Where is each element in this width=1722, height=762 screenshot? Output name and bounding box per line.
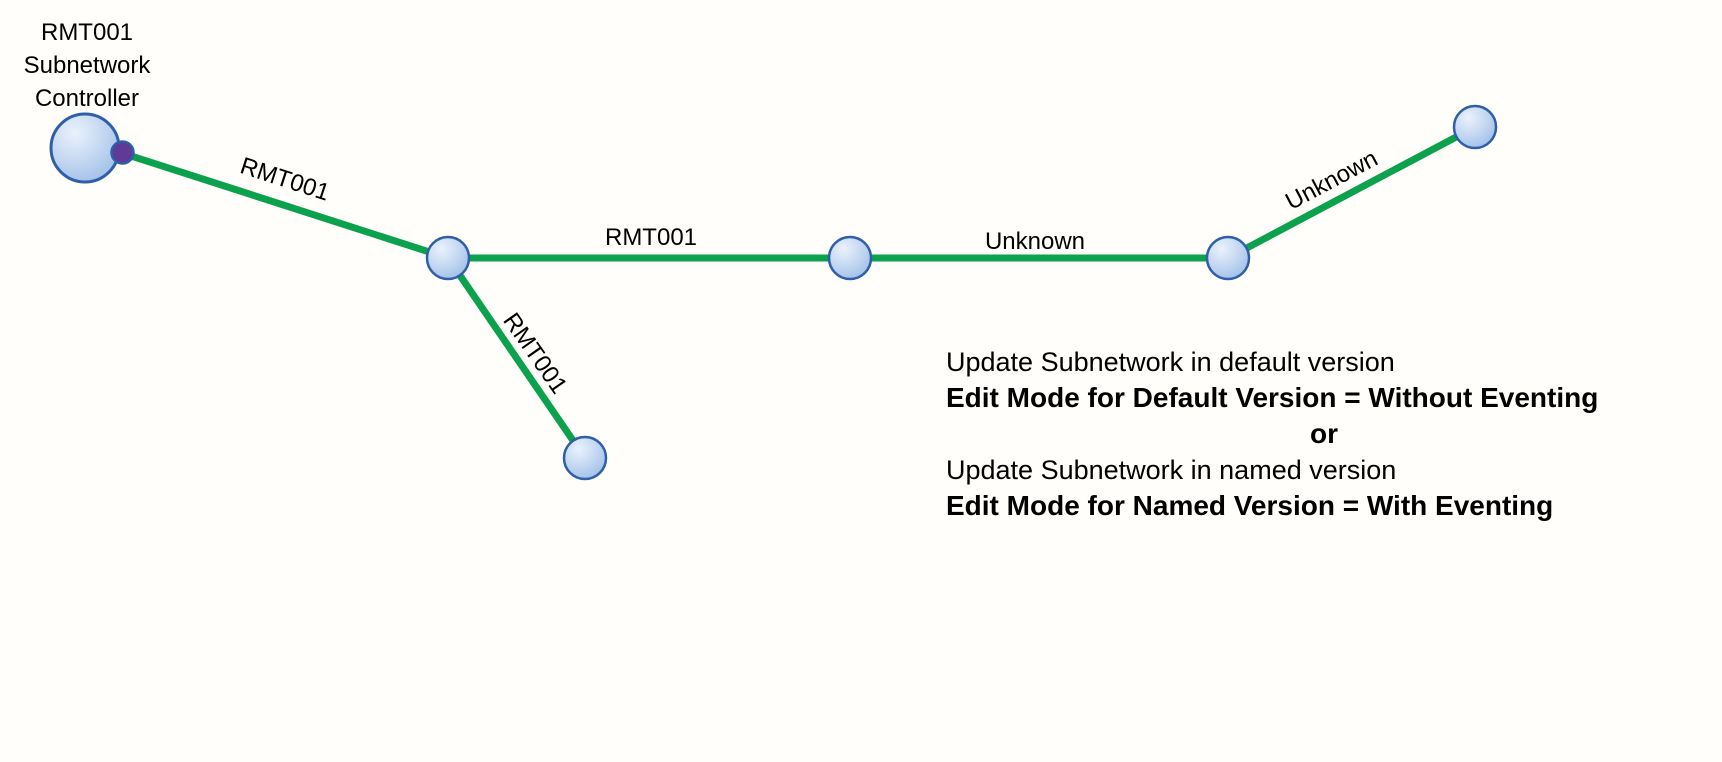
edge-right-to-topright (1224, 123, 1479, 262)
bottom-node (562, 435, 608, 481)
right-node (1205, 235, 1251, 281)
junction-node (425, 235, 471, 281)
annotation-default-version-caption: Update Subnetwork in default version (946, 347, 1395, 377)
top-right-node (1452, 104, 1498, 150)
annotation-block: Update Subnetwork in default version Edi… (946, 344, 1702, 524)
controller-port-dot (110, 140, 135, 165)
annotation-or-separator: or (1310, 418, 1338, 449)
annotation-named-version-mode: Edit Mode for Named Version = With Event… (946, 490, 1554, 521)
annotation-named-version-caption: Update Subnetwork in named version (946, 455, 1397, 485)
annotation-default-version-mode: Edit Mode for Default Version = Without … (946, 382, 1599, 413)
edge-label-junction-to-mid: RMT001 (605, 224, 697, 251)
edge-junction-to-bottom (444, 254, 589, 462)
edge-label-controller-to-junction: RMT001 (237, 152, 333, 206)
subnetwork-controller-node (49, 112, 121, 184)
controller-node-label-line2: Subnetwork (24, 52, 152, 79)
edge-controller-to-junction (121, 150, 452, 262)
mid-node (827, 235, 873, 281)
controller-node-label-line3: Controller (35, 85, 139, 112)
edge-label-mid-to-right: Unknown (985, 228, 1085, 255)
controller-node-label-line1: RMT001 (41, 19, 133, 46)
